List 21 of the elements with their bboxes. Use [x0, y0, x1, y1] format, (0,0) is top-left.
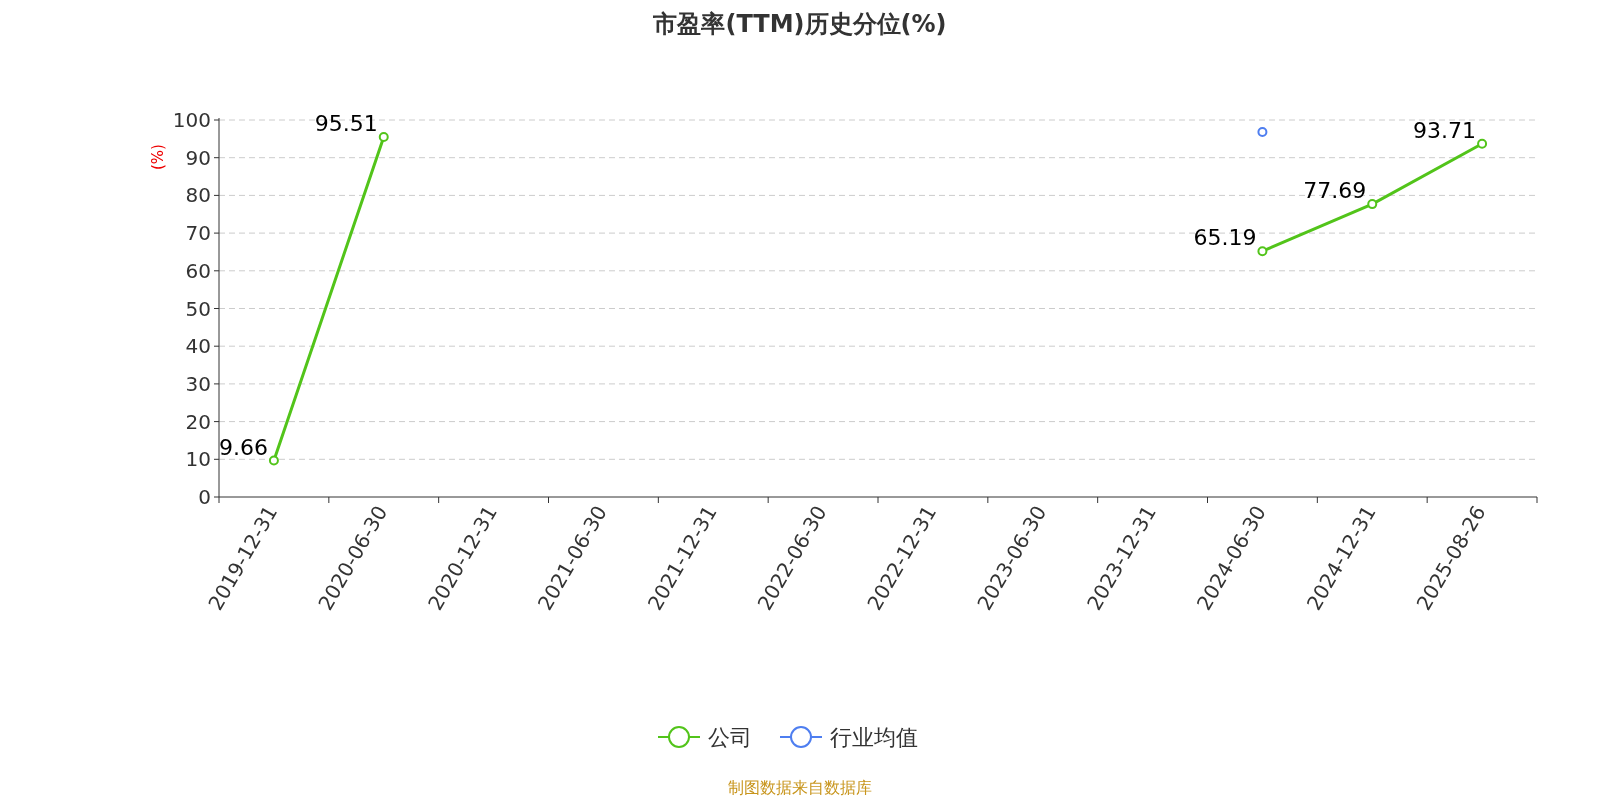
tick-label: 10 — [185, 447, 211, 472]
tick-label: 0 — [198, 485, 211, 509]
axis-title: (%) — [149, 144, 167, 170]
tick-label: 90 — [185, 145, 211, 170]
tick-label: 70 — [185, 221, 211, 246]
source-note: 制图数据来自数据库 — [728, 778, 872, 797]
tick-label: 80 — [185, 183, 211, 208]
chart-title: 市盈率(TTM)历史分位(%) — [653, 10, 947, 38]
data-label: 95.51 — [314, 110, 378, 136]
tick-label: 100 — [172, 108, 211, 132]
data-label: 77.69 — [1303, 178, 1367, 204]
data-label: 65.19 — [1193, 225, 1257, 251]
data-label: 93.71 — [1413, 117, 1477, 143]
tick-label: 60 — [185, 258, 211, 283]
tick-label: 30 — [185, 371, 211, 396]
tick-label: 40 — [185, 334, 211, 359]
tick-label: 20 — [185, 409, 211, 434]
legend-label: 行业均值 — [830, 725, 918, 750]
tick-label: 50 — [185, 296, 211, 321]
legend-label: 公司 — [708, 725, 752, 750]
data-label: 9.66 — [218, 434, 268, 460]
